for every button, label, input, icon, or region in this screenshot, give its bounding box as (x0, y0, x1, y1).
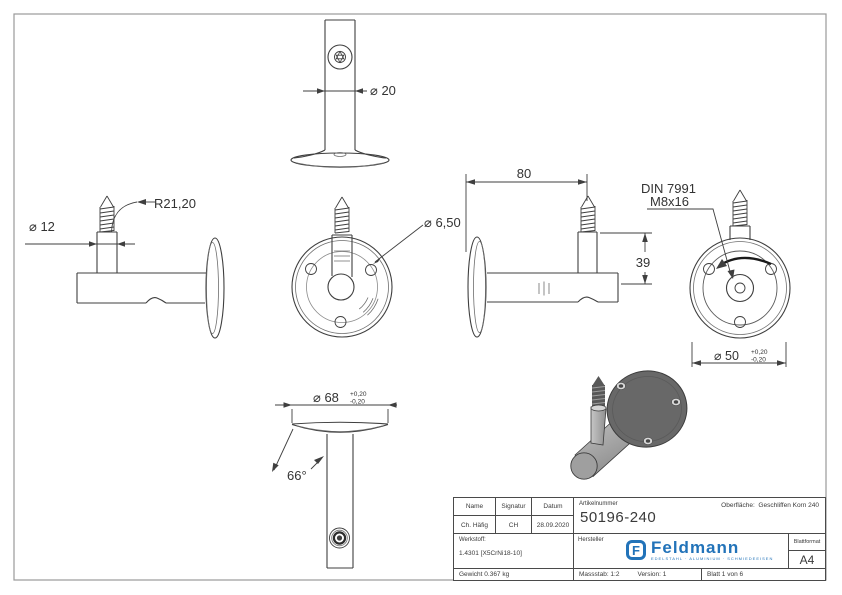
screw-front (334, 196, 350, 234)
manufacturer-cell: Hersteller F Feldmann EDELSTAHL · ALUMIN… (574, 534, 789, 568)
view-side-right: 80 39 (465, 166, 652, 338)
dim-label-d650: ⌀ 6,50 (424, 215, 461, 230)
dim-label-d50: ⌀ 50 (714, 349, 739, 363)
version: Version: 1 (637, 571, 667, 578)
dim-label-39: 39 (636, 255, 650, 270)
view-side-left: R21,20 ⌀ 12 (25, 195, 225, 339)
sheet-format-cell: Blattformat A4 (789, 534, 825, 568)
iso-plate-holes (616, 382, 681, 445)
iso-screw (591, 376, 606, 408)
surface-finish: Oberfläche: Geschliffen Korn 240 (721, 502, 819, 509)
tolerance-minus: -0,20 (751, 357, 766, 364)
dim-label-d68: ⌀ 68 (313, 390, 339, 405)
datum-label: Datum (532, 498, 574, 516)
logo-tagline: EDELSTAHL · ALUMINIUM · SCHMIEDEEISEN (651, 556, 774, 561)
screw-spec-line2: M8x16 (650, 194, 689, 209)
feldmann-logo-icon: F (626, 540, 646, 560)
weight-cell: Gewicht 0.367 kg (454, 569, 574, 580)
dim-label-80: 80 (517, 166, 531, 181)
signatur-label: Signatur (496, 498, 532, 516)
screw-side-right (580, 195, 596, 233)
view-front: ⌀ 6,50 (291, 196, 461, 338)
manufacturer-logo: F Feldmann EDELSTAHL · ALUMINIUM · SCHMI… (626, 539, 773, 561)
title-block-row-material-manufacturer: Werkstoff: 1.4301 [X5CrNi18-10] Herstell… (454, 534, 825, 569)
datum-value: 28.09.2020 (536, 521, 570, 529)
name-label: Name (454, 498, 496, 516)
werkstoff-value: 1.4301 [X5CrNi18-10] (459, 550, 522, 557)
dim-label-d12: ⌀ 12 (29, 219, 55, 234)
screw-hole-icon (336, 535, 343, 541)
sheet-number-cell: Blatt 1 von 6 (707, 571, 744, 578)
artikelnummer-value: 50196-240 (580, 509, 657, 526)
screw-back (732, 189, 748, 227)
view-bottom: ⌀ 68 +0,20 -0,20 66° (272, 390, 397, 569)
title-block: Name Signatur Datum Ch. Häfig CH 28.09.2… (453, 497, 826, 581)
werkstoff-label: Werkstoff: (459, 537, 486, 543)
massstab: Massstab: 1:2 (579, 571, 620, 578)
title-block-row-identification: Name Signatur Datum Ch. Häfig CH 28.09.2… (454, 498, 825, 534)
dim-label-r2120: R21,20 (154, 196, 196, 211)
view-back: DIN 7991 M8x16 ⌀ 50 +0,20 -0,20 (641, 181, 791, 367)
view-top: ⌀ 20 (290, 19, 396, 168)
tolerance-minus: -0,20 (350, 399, 365, 406)
view-isometric (570, 370, 688, 480)
screw-spec-line1: DIN 7991 (641, 181, 696, 196)
logo-name: Feldmann (651, 538, 740, 557)
name-signature-date-grid: Name Signatur Datum Ch. Häfig CH 28.09.2… (454, 498, 574, 534)
scale-version-cell: Massstab: 1:2 Version: 1 (574, 569, 702, 580)
tolerance-plus: +0,20 (350, 391, 367, 398)
name-value: Ch. Häfig (454, 516, 496, 534)
dim-label-66deg: 66° (287, 468, 307, 483)
title-block-row-footer: Gewicht 0.367 kg Massstab: 1:2 Version: … (454, 569, 825, 580)
tolerance-plus: +0,20 (751, 349, 768, 356)
signatur-value: CH (496, 516, 532, 534)
artikelnummer-label: Artikelnummer (579, 501, 618, 507)
material-cell: Werkstoff: 1.4301 [X5CrNi18-10] (454, 534, 574, 568)
article-number-cell: Artikelnummer 50196-240 Oberfläche: Gesc… (574, 498, 825, 533)
blattformat-label: Blattformat (789, 534, 825, 551)
sheet-border (13, 13, 827, 581)
dim-label-d20: ⌀ 20 (370, 83, 396, 98)
blattformat-value: A4 (799, 552, 815, 567)
hersteller-label: Hersteller (578, 537, 604, 543)
